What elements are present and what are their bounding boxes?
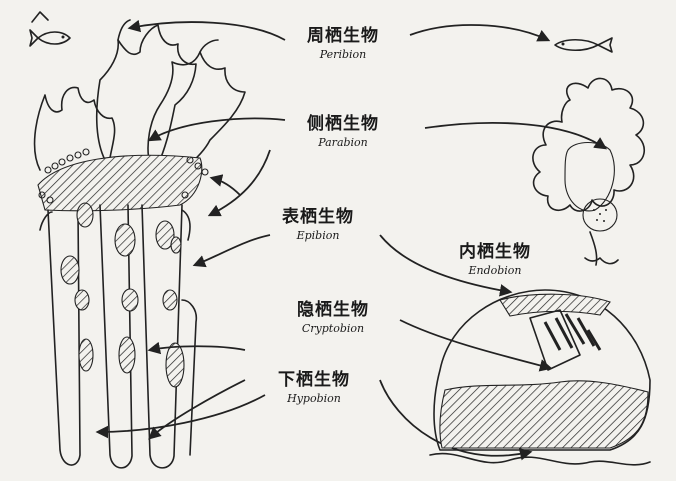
fish-icon: [30, 12, 70, 46]
label-cryptobion-zh: 隐栖生物: [283, 295, 383, 320]
label-peribion: 周栖生物 Peribion: [293, 21, 393, 61]
label-epibion-en: Epibion: [268, 229, 368, 242]
label-endobion: 内栖生物 Endobion: [445, 237, 545, 277]
label-endobion-en: Endobion: [445, 264, 545, 277]
polyp-illustration: [533, 78, 644, 265]
label-endobion-zh: 内栖生物: [445, 237, 545, 262]
label-hypobion: 下栖生物 Hypobion: [264, 365, 364, 405]
label-parabion-zh: 侧栖生物: [293, 109, 393, 134]
label-parabion-en: Parabion: [293, 136, 393, 149]
coral-colony-illustration: [35, 20, 245, 468]
label-epibion-zh: 表栖生物: [268, 202, 368, 227]
label-peribion-en: Peribion: [293, 48, 393, 61]
rock-section-illustration: [430, 290, 650, 465]
label-hypobion-en: Hypobion: [264, 392, 364, 405]
label-parabion: 侧栖生物 Parabion: [293, 109, 393, 149]
label-cryptobion: 隐栖生物 Cryptobion: [283, 295, 383, 335]
label-hypobion-zh: 下栖生物: [264, 365, 364, 390]
label-epibion: 表栖生物 Epibion: [268, 202, 368, 242]
label-cryptobion-en: Cryptobion: [283, 322, 383, 335]
label-peribion-zh: 周栖生物: [293, 21, 393, 46]
fish-small-icon: [555, 38, 612, 52]
